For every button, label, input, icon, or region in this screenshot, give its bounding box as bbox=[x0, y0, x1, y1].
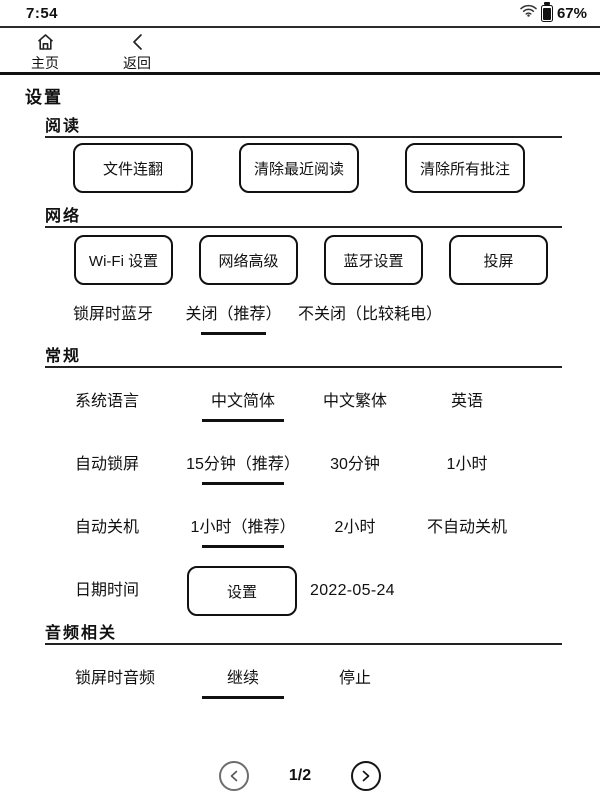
pagination: 1/2 bbox=[0, 761, 600, 791]
nav-back-button[interactable]: 返回 bbox=[107, 32, 167, 73]
auto-power-off-row: 自动关机 1小时（推荐） 2小时 不自动关机 bbox=[75, 518, 600, 548]
audio-on-lock-row: 锁屏时音频 继续 停止 bbox=[75, 669, 600, 699]
option-poweroff-2hour[interactable]: 2小时 bbox=[334, 519, 376, 536]
selected-underline bbox=[202, 545, 284, 548]
wifi-settings-button[interactable]: Wi-Fi 设置 bbox=[74, 235, 173, 285]
file-continuous-turn-button[interactable]: 文件连翻 bbox=[73, 143, 193, 193]
section-divider bbox=[45, 366, 562, 368]
datetime-row: 日期时间 设置 2022-05-24 bbox=[75, 565, 600, 617]
bluetooth-on-lock-label: 锁屏时蓝牙 bbox=[73, 306, 154, 323]
reading-button-row: 文件连翻 清除最近阅读 清除所有批注 bbox=[73, 143, 600, 193]
nav-back-label: 返回 bbox=[123, 55, 151, 71]
selected-underline bbox=[202, 696, 284, 699]
option-poweroff-1hour[interactable]: 1小时（推荐） bbox=[187, 518, 299, 548]
section-heading-general: 常规 bbox=[45, 348, 82, 365]
chevron-right-icon bbox=[362, 770, 370, 782]
page-indicator: 1/2 bbox=[288, 767, 312, 784]
selected-underline bbox=[201, 332, 266, 335]
datetime-set-button[interactable]: 设置 bbox=[187, 566, 297, 616]
option-lang-english[interactable]: 英语 bbox=[450, 393, 483, 410]
network-advanced-button[interactable]: 网络高级 bbox=[199, 235, 298, 285]
nav-home-label: 主页 bbox=[31, 55, 59, 71]
status-bar: 7:54 67% bbox=[0, 0, 600, 28]
auto-lock-row: 自动锁屏 15分钟（推荐） 30分钟 1小时 bbox=[75, 455, 600, 485]
option-bluetooth-off-recommended[interactable]: 关闭（推荐） bbox=[186, 305, 282, 335]
section-divider bbox=[45, 136, 562, 138]
system-language-label: 系统语言 bbox=[75, 393, 140, 410]
section-divider bbox=[45, 643, 562, 645]
section-heading-network: 网络 bbox=[45, 208, 82, 225]
home-icon bbox=[36, 32, 55, 52]
back-chevron-icon bbox=[131, 32, 144, 52]
audio-on-lock-label: 锁屏时音频 bbox=[75, 670, 156, 687]
option-audio-stop[interactable]: 停止 bbox=[338, 670, 371, 687]
option-poweroff-never[interactable]: 不自动关机 bbox=[426, 519, 507, 536]
status-icons: 67% bbox=[520, 1, 587, 22]
datetime-label: 日期时间 bbox=[75, 582, 140, 599]
clock-text: 7:54 bbox=[26, 4, 59, 22]
section-heading-audio: 音频相关 bbox=[45, 625, 118, 642]
option-audio-continue[interactable]: 继续 bbox=[187, 669, 299, 699]
selected-underline bbox=[202, 482, 284, 485]
system-language-row: 系统语言 中文简体 中文繁体 英语 bbox=[75, 392, 600, 422]
current-date-value: 2022-05-24 bbox=[310, 582, 395, 599]
option-lang-traditional-chinese[interactable]: 中文繁体 bbox=[322, 393, 387, 410]
screen-cast-button[interactable]: 投屏 bbox=[449, 235, 548, 285]
bluetooth-settings-button[interactable]: 蓝牙设置 bbox=[324, 235, 423, 285]
network-button-row: Wi-Fi 设置 网络高级 蓝牙设置 投屏 bbox=[74, 235, 600, 285]
battery-icon bbox=[540, 1, 553, 22]
nav-home-button[interactable]: 主页 bbox=[15, 32, 75, 73]
nav-bar: 主页 返回 bbox=[0, 28, 600, 75]
bluetooth-on-lock-row: 锁屏时蓝牙 关闭（推荐） 不关闭（比较耗电） bbox=[73, 305, 600, 335]
chevron-left-icon bbox=[230, 770, 238, 782]
wifi-icon bbox=[520, 4, 537, 22]
option-bluetooth-keep-on[interactable]: 不关闭（比较耗电） bbox=[298, 306, 443, 323]
clear-recent-reading-button[interactable]: 清除最近阅读 bbox=[239, 143, 359, 193]
option-lock-30min[interactable]: 30分钟 bbox=[330, 456, 380, 473]
option-lock-15min[interactable]: 15分钟（推荐） bbox=[186, 455, 300, 485]
auto-lock-label: 自动锁屏 bbox=[75, 456, 140, 473]
page-title: 设置 bbox=[25, 88, 63, 107]
option-lang-simplified-chinese[interactable]: 中文简体 bbox=[187, 392, 299, 422]
auto-power-off-label: 自动关机 bbox=[75, 519, 140, 536]
option-lock-1hour[interactable]: 1小时 bbox=[446, 456, 488, 473]
section-heading-reading: 阅读 bbox=[45, 118, 82, 135]
section-divider bbox=[45, 226, 562, 228]
selected-underline bbox=[202, 419, 284, 422]
next-page-button[interactable] bbox=[351, 761, 382, 791]
prev-page-button[interactable] bbox=[218, 761, 249, 791]
battery-percent: 67% bbox=[556, 4, 587, 22]
clear-all-annotations-button[interactable]: 清除所有批注 bbox=[405, 143, 525, 193]
